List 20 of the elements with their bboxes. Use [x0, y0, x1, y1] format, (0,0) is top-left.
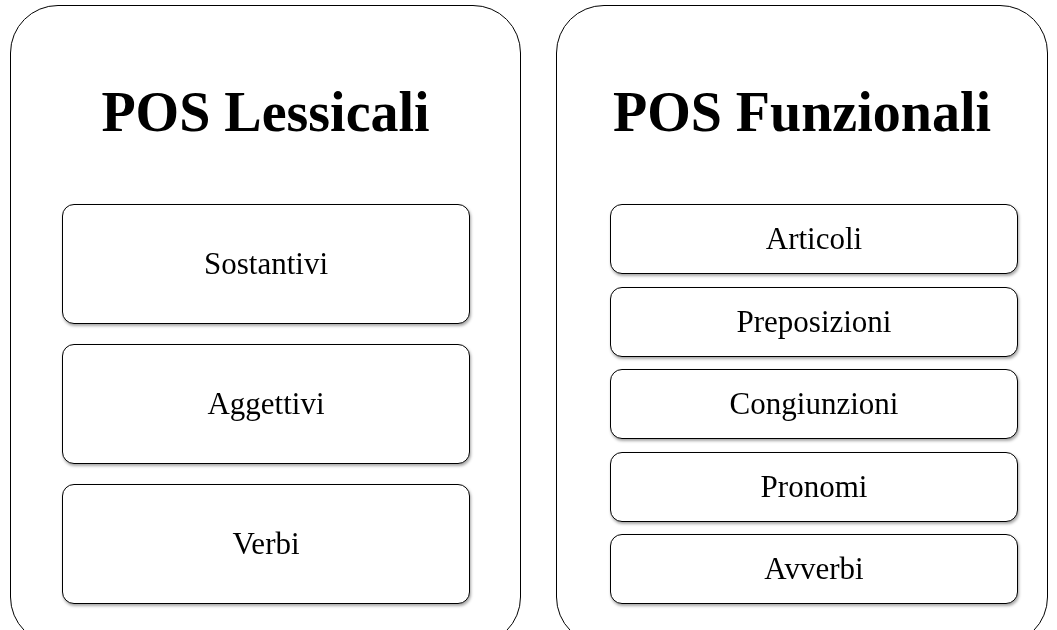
- category-box: [610, 534, 1018, 604]
- category-box: [62, 204, 470, 324]
- category-box: [610, 452, 1018, 522]
- category-label: Avverbi: [764, 551, 864, 587]
- category-box: [610, 287, 1018, 357]
- group-panel: [556, 5, 1048, 630]
- category-box: [62, 344, 470, 464]
- category-label: Articoli: [765, 221, 863, 257]
- category-label: Pronomi: [760, 469, 868, 505]
- group-panel: [10, 5, 521, 630]
- panel-heading: POS Funzionali: [611, 84, 993, 140]
- category-box: [610, 369, 1018, 439]
- panel-heading: POS Lessicali: [100, 84, 431, 140]
- category-label: Sostantivi: [204, 246, 328, 282]
- category-box: [610, 204, 1018, 274]
- category-label: Preposizioni: [736, 304, 892, 340]
- category-label: Aggettivi: [207, 386, 325, 422]
- category-label: Congiunzioni: [729, 386, 899, 422]
- category-box: [62, 484, 470, 604]
- category-label: Verbi: [232, 526, 300, 562]
